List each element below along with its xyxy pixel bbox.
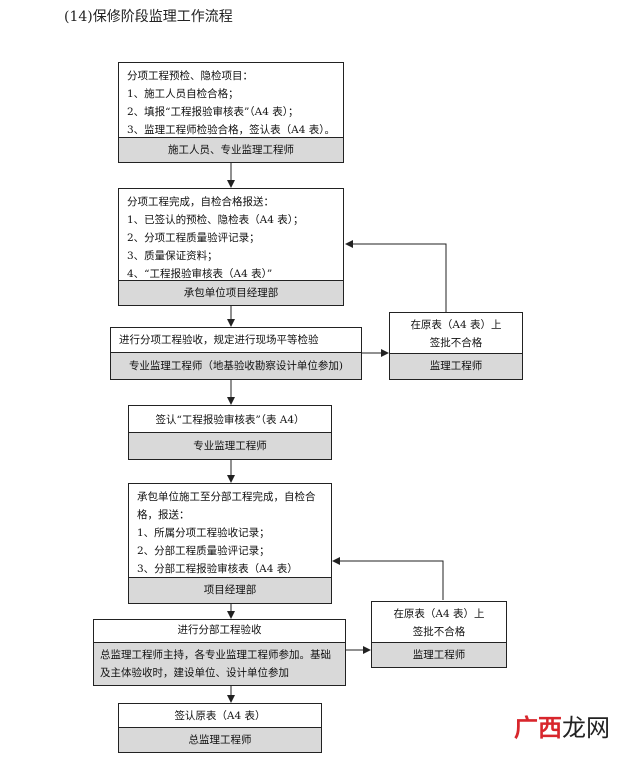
- box-text-line: 承包单位施工至分部工程完成，自检合: [137, 491, 316, 503]
- watermark-part-1: 广西: [514, 714, 562, 742]
- box-text-line: 分项工程预检、隐检项目：: [127, 70, 253, 82]
- box-text-line: 4、“工程报验审核表（A4 表）”: [127, 268, 273, 280]
- arrow-reject-5: [332, 557, 444, 600]
- box-role: 承包单位项目经理部: [119, 280, 343, 305]
- box-text-line: 3、分部工程报验审核表（A4 表）: [137, 563, 298, 575]
- box-role: 监理工程师: [390, 353, 522, 379]
- watermark-part-2: 龙网: [562, 714, 610, 742]
- box-text-line: 1、已签认的预检、隐检表（A4 表）；: [127, 214, 304, 226]
- reject-box-subitem: 在原表（A4 表）上 签批不合格 监理工程师: [389, 312, 523, 380]
- box-role: 监理工程师: [372, 642, 506, 667]
- reject-box-division: 在原表（A4 表）上 签批不合格 监理工程师: [371, 601, 507, 668]
- arrow-reject-2: [345, 240, 447, 312]
- box-text-line: 3、监理工程师检验合格，签认表（A4 表）。: [127, 124, 336, 136]
- step-box-subitem-acceptance: 进行分项工程验收，规定进行现场平等检验 专业监理工程师（地基验收勘察设计单位参加…: [110, 327, 362, 380]
- step-box-division-acceptance: 进行分部工程验收 总监理工程师主持，各专业监理工程师参加。基础及主体验收时，建设…: [93, 619, 346, 686]
- box-text-line: 进行分项工程验收，规定进行现场平等检验: [119, 334, 319, 346]
- box-role: 总监理工程师: [119, 727, 321, 752]
- step-box-sign-report: 签认“工程报验审核表”（表 A4） 专业监理工程师: [128, 405, 332, 460]
- box-text-line: 格，报送：: [137, 509, 190, 521]
- box-role: 施工人员、专业监理工程师: [119, 137, 343, 162]
- box-text-line: 1、所属分项工程验收记录；: [137, 527, 270, 539]
- box-role: 专业监理工程师: [129, 432, 331, 459]
- box-role: 总监理工程师主持，各专业监理工程师参加。基础及主体验收时，建设单位、设计单位参加: [94, 642, 345, 685]
- box-text-line: 2、填报“工程报验审核表”（A4 表）；: [127, 106, 299, 118]
- site-watermark: 广西龙网: [514, 708, 610, 743]
- step-box-subitem-complete: 分项工程完成，自检合格报送： 1、已签认的预检、隐检表（A4 表）； 2、分项工…: [118, 188, 344, 306]
- box-role: 专业监理工程师（地基验收勘察设计单位参加): [111, 352, 361, 379]
- box-text-line: 3、质量保证资料；: [127, 250, 218, 262]
- box-text-line: 分项工程完成，自检合格报送：: [127, 196, 274, 208]
- box-text-line: 签批不合格: [429, 337, 483, 349]
- box-text-line: 2、分项工程质量验评记录；: [127, 232, 260, 244]
- step-box-preinspection: 分项工程预检、隐检项目： 1、施工人员自检合格； 2、填报“工程报验审核表”（A…: [118, 62, 344, 163]
- box-text-line: 在原表（A4 表）上: [410, 319, 502, 331]
- box-text-line: 2、分部工程质量验评记录；: [137, 545, 270, 557]
- box-text-line: 签批不合格: [412, 626, 466, 638]
- box-text-line: 签认原表（A4 表）: [174, 710, 266, 722]
- page-title: (14)保修阶段监理工作流程: [64, 9, 233, 25]
- box-text-line: 1、施工人员自检合格；: [127, 88, 239, 100]
- step-box-sign-original: 签认原表（A4 表） 总监理工程师: [118, 703, 322, 753]
- box-text-line: 签认“工程报验审核表”（表 A4）: [155, 414, 305, 426]
- step-box-division-complete: 承包单位施工至分部工程完成，自检合 格，报送： 1、所属分项工程验收记录； 2、…: [128, 483, 332, 604]
- box-text-line: 在原表（A4 表）上: [393, 608, 485, 620]
- box-text-line: 进行分部工程验收: [177, 624, 262, 636]
- box-role: 项目经理部: [129, 577, 331, 603]
